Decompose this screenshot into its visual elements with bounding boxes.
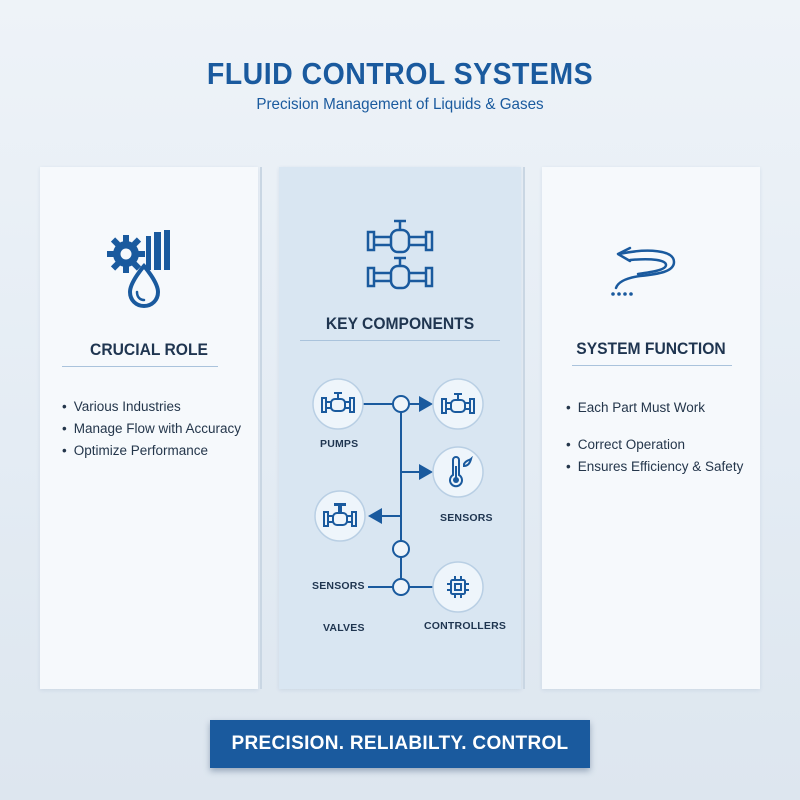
junction-node-mid xyxy=(392,540,410,558)
panel-system-function xyxy=(542,167,760,689)
gear-valve-droplet-icon xyxy=(107,230,170,309)
pump-icon xyxy=(321,392,355,413)
list-item: Correct Operation xyxy=(566,434,743,456)
valve-icon xyxy=(323,503,357,527)
crucial-role-list: Various Industries Manage Flow with Accu… xyxy=(62,396,241,462)
system-function-title: SYSTEM FUNCTION xyxy=(576,339,726,358)
list-item: Optimize Performance xyxy=(62,440,241,462)
page-title: FLUID CONTROL SYSTEMS xyxy=(206,56,594,91)
controller-node xyxy=(432,561,484,613)
header: FLUID CONTROL SYSTEMS Precision Manageme… xyxy=(0,56,800,114)
sensors-left-label: SENSORS xyxy=(312,580,365,592)
list-item: Manage Flow with Accuracy xyxy=(62,418,241,440)
pumps-label: PUMPS xyxy=(320,438,359,450)
pumps-node xyxy=(312,378,364,430)
crucial-role-title: CRUCIAL ROLE xyxy=(90,340,208,359)
tagline-banner: PRECISION. RELIABILTY. CONTROL xyxy=(210,720,590,768)
system-function-list-bottom: Correct Operation Ensures Efficiency & S… xyxy=(566,434,744,478)
list-item: Each Part Must Work xyxy=(566,397,705,419)
page-subtitle: Precision Management of Liquids & Gases xyxy=(256,96,544,113)
key-components-title: KEY COMPONENTS xyxy=(325,314,475,333)
controllers-label: CONTROLLERS xyxy=(424,620,507,632)
chip-controller-icon xyxy=(447,576,469,598)
thermometer-sensor-icon xyxy=(449,456,473,488)
system-function-underline xyxy=(572,365,732,366)
pipe-valves-icon xyxy=(366,219,434,290)
junction-node-top xyxy=(392,395,410,413)
divider-left xyxy=(260,167,262,689)
valve-icon xyxy=(441,393,475,414)
key-components-underline xyxy=(300,340,500,341)
valve-node-right xyxy=(432,378,484,430)
return-flow-arrow-icon xyxy=(611,246,676,296)
list-item: Various Industries xyxy=(62,396,241,418)
list-item: Ensures Efficiency & Safety xyxy=(566,456,744,478)
crucial-role-underline xyxy=(62,366,218,367)
divider-right xyxy=(523,167,525,689)
valves-label: VALVES xyxy=(323,622,365,634)
sensors-right-label: SENSORS xyxy=(440,512,493,524)
junction-node-bottom xyxy=(392,578,410,596)
valve-node-left xyxy=(314,490,366,542)
system-function-list-top: Each Part Must Work xyxy=(566,397,705,419)
